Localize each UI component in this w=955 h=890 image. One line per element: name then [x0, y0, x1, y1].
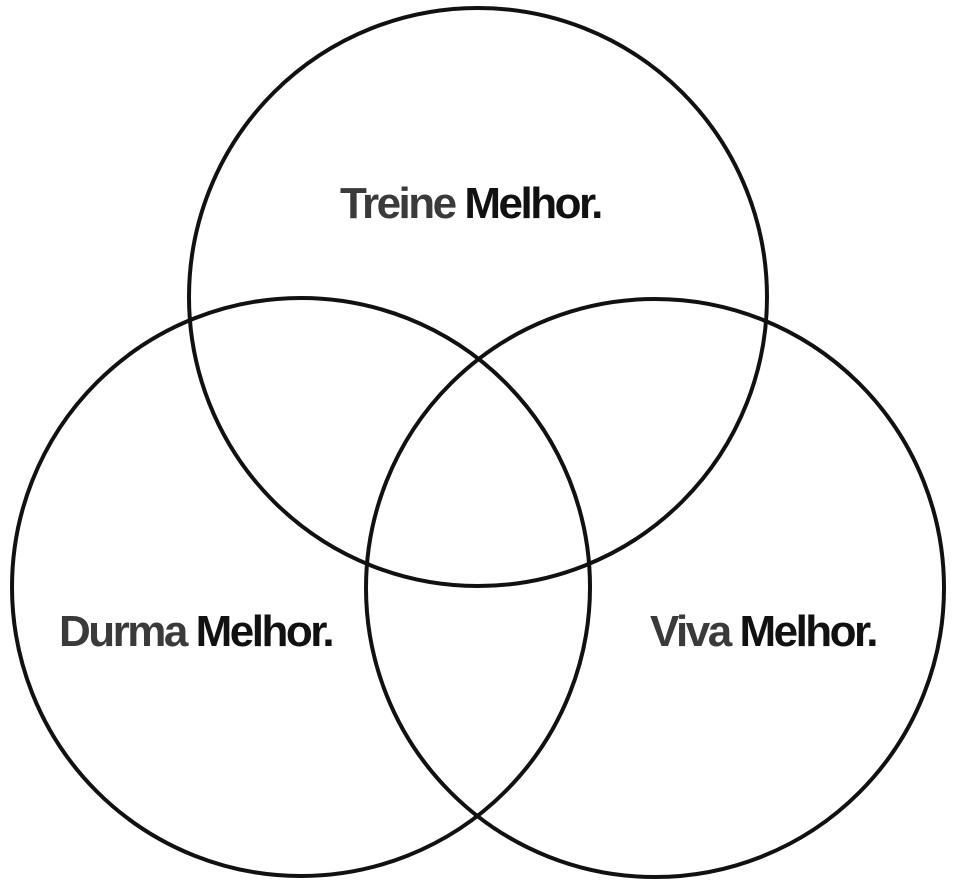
label-first-word: Durma — [59, 607, 188, 656]
circle-viva — [364, 297, 946, 879]
label-durma-melhor: Durma Melhor. — [59, 607, 335, 656]
circle-treine — [187, 6, 769, 588]
label-first-word: Viva — [650, 607, 732, 656]
circle-durma — [10, 296, 592, 878]
label-viva-melhor: Viva Melhor. — [650, 607, 878, 656]
label-second-word: Melhor. — [464, 179, 603, 228]
label-first-word: Treine — [340, 179, 457, 228]
label-treine-melhor: Treine Melhor. — [340, 179, 603, 228]
label-second-word: Melhor. — [739, 607, 878, 656]
label-second-word: Melhor. — [195, 607, 335, 656]
